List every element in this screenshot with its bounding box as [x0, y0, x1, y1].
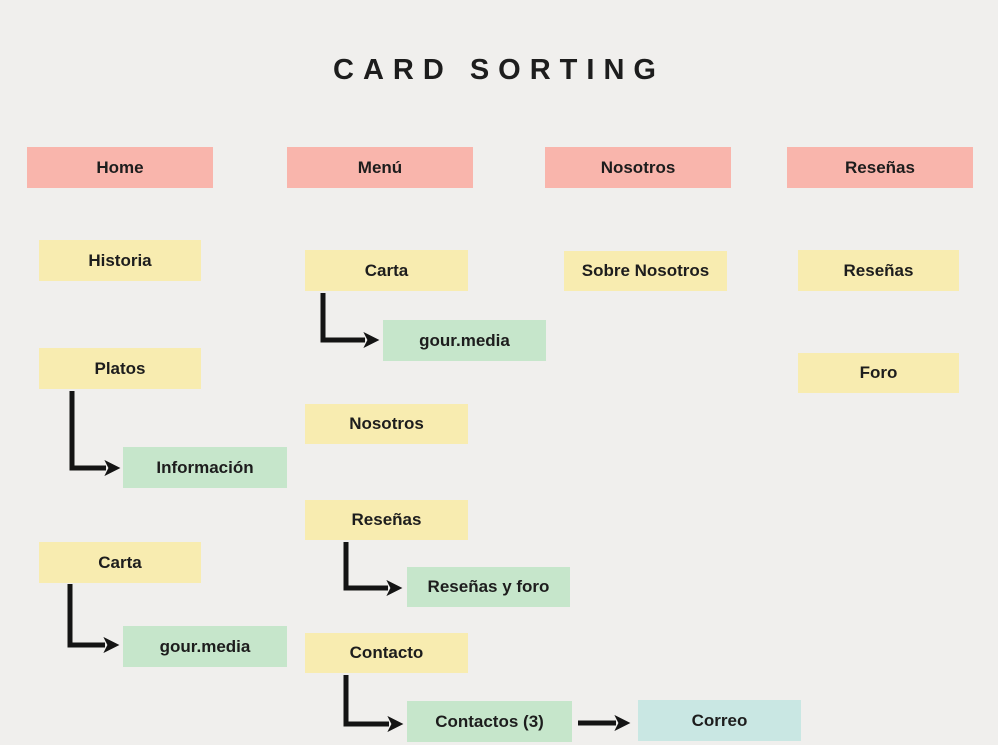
card-foro[interactable]: Foro — [798, 353, 959, 393]
card-contactos-3[interactable]: Contactos (3) — [407, 701, 572, 742]
card-sobre-nosotros[interactable]: Sobre Nosotros — [564, 251, 727, 291]
card-carta-home[interactable]: Carta — [39, 542, 201, 583]
card-contacto[interactable]: Contacto — [305, 633, 468, 673]
category-card-nosotros[interactable]: Nosotros — [545, 147, 731, 188]
card-resenas-y-foro[interactable]: Reseñas y foro — [407, 567, 570, 607]
card-gourmedia-home[interactable]: gour.media — [123, 626, 287, 667]
card-correo[interactable]: Correo — [638, 700, 801, 741]
card-informacion[interactable]: Información — [123, 447, 287, 488]
arrow-carta-menu-to-gourmedia — [320, 293, 380, 349]
card-resenas-column[interactable]: Reseñas — [798, 250, 959, 291]
arrow-contacto-to-contactos3 — [343, 675, 404, 733]
card-platos[interactable]: Platos — [39, 348, 201, 389]
card-nosotros-menu[interactable]: Nosotros — [305, 404, 468, 444]
category-card-menu[interactable]: Menú — [287, 147, 473, 188]
page-title: CARD SORTING — [333, 54, 665, 86]
card-gourmedia-menu[interactable]: gour.media — [383, 320, 546, 361]
card-resenas-menu[interactable]: Reseñas — [305, 500, 468, 540]
card-historia[interactable]: Historia — [39, 240, 201, 281]
category-card-resenas[interactable]: Reseñas — [787, 147, 973, 188]
card-carta-menu[interactable]: Carta — [305, 250, 468, 291]
arrow-platos-to-informacion — [69, 391, 121, 477]
arrow-carta-home-to-gourmedia — [67, 584, 120, 654]
category-card-home[interactable]: Home — [27, 147, 213, 188]
arrow-resenas-menu-to-resenasyforo — [343, 542, 403, 597]
